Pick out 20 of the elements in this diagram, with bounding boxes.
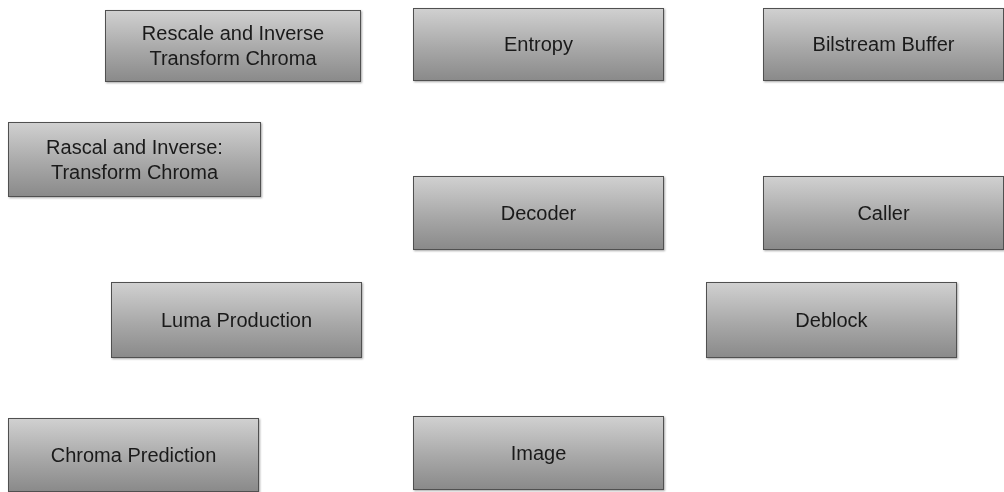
box-label: Deblock: [795, 307, 868, 333]
process-box: [8, 122, 261, 197]
box-label: Chroma Prediction: [50, 442, 217, 468]
process-box: [763, 8, 1004, 81]
box-label: Image: [510, 440, 567, 466]
box-label: Entropy: [504, 32, 573, 57]
process-box: [706, 282, 957, 358]
process-box: [111, 282, 362, 358]
box-label: Rescale and Inverse Transform Chroma: [140, 21, 326, 71]
box-label: Caller: [857, 200, 910, 226]
box-label: Luma Production: [160, 307, 313, 333]
process-box: [8, 418, 259, 492]
process-box: [763, 176, 1004, 250]
process-box: [413, 416, 664, 490]
process-box: [413, 176, 664, 250]
box-label: Decoder: [500, 200, 577, 226]
box-label: Bilstream Buffer: [812, 32, 955, 57]
box-label: Rascal and Inverse: Transform Chroma: [45, 134, 224, 185]
process-box: [105, 10, 361, 82]
process-box: [413, 8, 664, 81]
